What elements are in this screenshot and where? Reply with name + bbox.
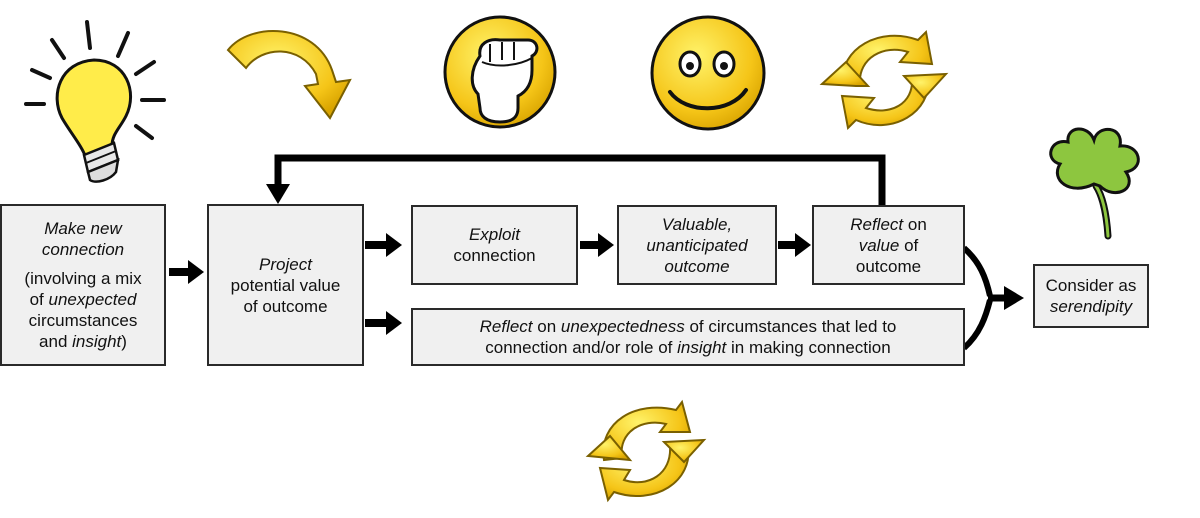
make-new-connection-box: Make new connection (involving a mix of … bbox=[0, 204, 166, 366]
curved-arrow-icon bbox=[226, 30, 352, 120]
valuable-outcome-box: Valuable, unanticipated outcome bbox=[617, 205, 777, 285]
exploit-connection-box: Exploit connection bbox=[411, 205, 578, 285]
consider-serendipity-box: Consider as serendipity bbox=[1033, 264, 1149, 328]
reflect-on-value-box: Reflect on value of outcome bbox=[812, 205, 965, 285]
flow-arrows bbox=[169, 154, 1024, 351]
smiley-icon bbox=[650, 15, 766, 131]
reflect-on-unexpectedness-box: Reflect on unexpectedness of circumstanc… bbox=[411, 308, 965, 366]
cycle-arrows-icon bbox=[819, 29, 949, 131]
cycle-arrows-icon bbox=[585, 399, 707, 503]
fist-icon bbox=[443, 15, 557, 129]
project-value-box: Project potential value of outcome bbox=[207, 204, 364, 366]
lightbulb-icon bbox=[24, 20, 166, 183]
clover-icon bbox=[1049, 127, 1140, 240]
